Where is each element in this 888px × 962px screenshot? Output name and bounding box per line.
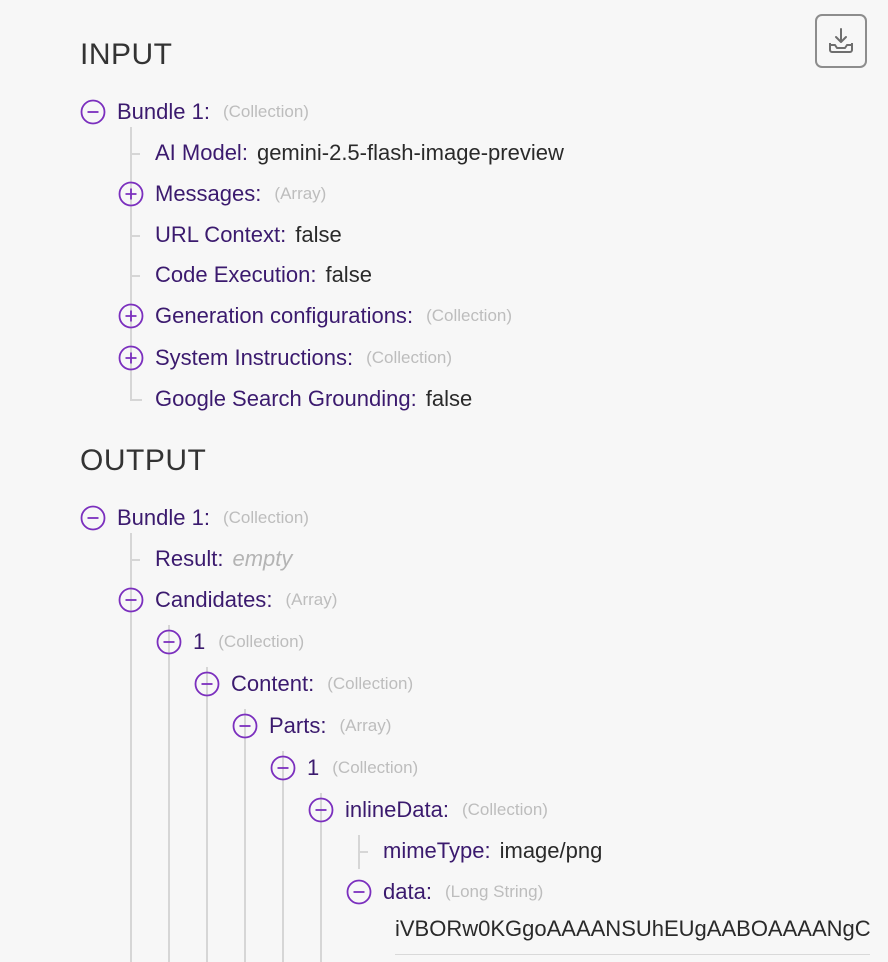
parts-node[interactable]: Parts: (Array) bbox=[232, 711, 391, 741]
plus-circle-icon[interactable] bbox=[118, 345, 144, 371]
tree-line bbox=[130, 127, 132, 382]
messages-node[interactable]: Messages: (Array) bbox=[118, 179, 326, 209]
generation-configurations-node[interactable]: Generation configurations: (Collection) bbox=[118, 301, 512, 331]
url-context-node: URL Context: false bbox=[155, 222, 342, 247]
data-node[interactable]: data: (Long String) bbox=[346, 877, 543, 907]
tree-line bbox=[130, 234, 140, 237]
candidates-node[interactable]: Candidates: (Array) bbox=[118, 585, 337, 615]
minus-circle-icon[interactable] bbox=[270, 755, 296, 781]
minus-circle-icon[interactable] bbox=[118, 587, 144, 613]
input-bundle-node[interactable]: Bundle 1: (Collection) bbox=[80, 97, 309, 127]
tree-line bbox=[130, 274, 140, 277]
minus-circle-icon[interactable] bbox=[346, 879, 372, 905]
minus-circle-icon[interactable] bbox=[308, 797, 334, 823]
candidate-1-node[interactable]: 1 (Collection) bbox=[156, 627, 304, 657]
plus-circle-icon[interactable] bbox=[118, 303, 144, 329]
minus-circle-icon[interactable] bbox=[194, 671, 220, 697]
result-node: Result: empty bbox=[155, 546, 293, 571]
tree-line bbox=[282, 751, 284, 962]
node-type: (Collection) bbox=[222, 102, 309, 121]
minus-circle-icon[interactable] bbox=[156, 629, 182, 655]
ai-model-node: AI Model: gemini-2.5-flash-image-preview bbox=[155, 140, 564, 165]
google-search-grounding-node: Google Search Grounding: false bbox=[155, 386, 473, 411]
tree-line bbox=[358, 850, 368, 853]
tree-line bbox=[206, 667, 208, 962]
tree-line bbox=[130, 558, 140, 561]
tree-line bbox=[130, 533, 132, 962]
tree-line bbox=[244, 709, 246, 962]
output-section-title: OUTPUT bbox=[80, 444, 207, 477]
content-node[interactable]: Content: (Collection) bbox=[194, 669, 413, 699]
system-instructions-node[interactable]: System Instructions: (Collection) bbox=[118, 343, 452, 373]
output-bundle-node[interactable]: Bundle 1: (Collection) bbox=[80, 503, 309, 533]
minus-circle-icon[interactable] bbox=[80, 99, 106, 125]
node-key: Bundle 1 bbox=[117, 99, 204, 124]
data-long-string-value[interactable]: iVBORw0KGgoAAAANSUhEUgAABOAAAANgCAIAAAD bbox=[395, 916, 870, 955]
minus-circle-icon[interactable] bbox=[80, 505, 106, 531]
tree-line bbox=[130, 382, 142, 401]
code-execution-node: Code Execution: false bbox=[155, 262, 372, 287]
plus-circle-icon[interactable] bbox=[118, 181, 144, 207]
tree-line bbox=[320, 793, 322, 962]
result-empty-value: empty bbox=[232, 546, 293, 571]
download-tray-icon bbox=[829, 28, 853, 53]
minus-circle-icon[interactable] bbox=[232, 713, 258, 739]
ai-model-value: gemini-2.5-flash-image-preview bbox=[256, 140, 564, 165]
inline-data-node[interactable]: inlineData: (Collection) bbox=[308, 795, 548, 825]
tree-line bbox=[130, 152, 140, 155]
input-section-title: INPUT bbox=[80, 38, 173, 71]
part-1-node[interactable]: 1 (Collection) bbox=[270, 753, 418, 783]
download-button[interactable] bbox=[815, 14, 867, 68]
mime-type-node: mimeType: image/png bbox=[383, 838, 603, 863]
tree-line bbox=[168, 625, 170, 962]
